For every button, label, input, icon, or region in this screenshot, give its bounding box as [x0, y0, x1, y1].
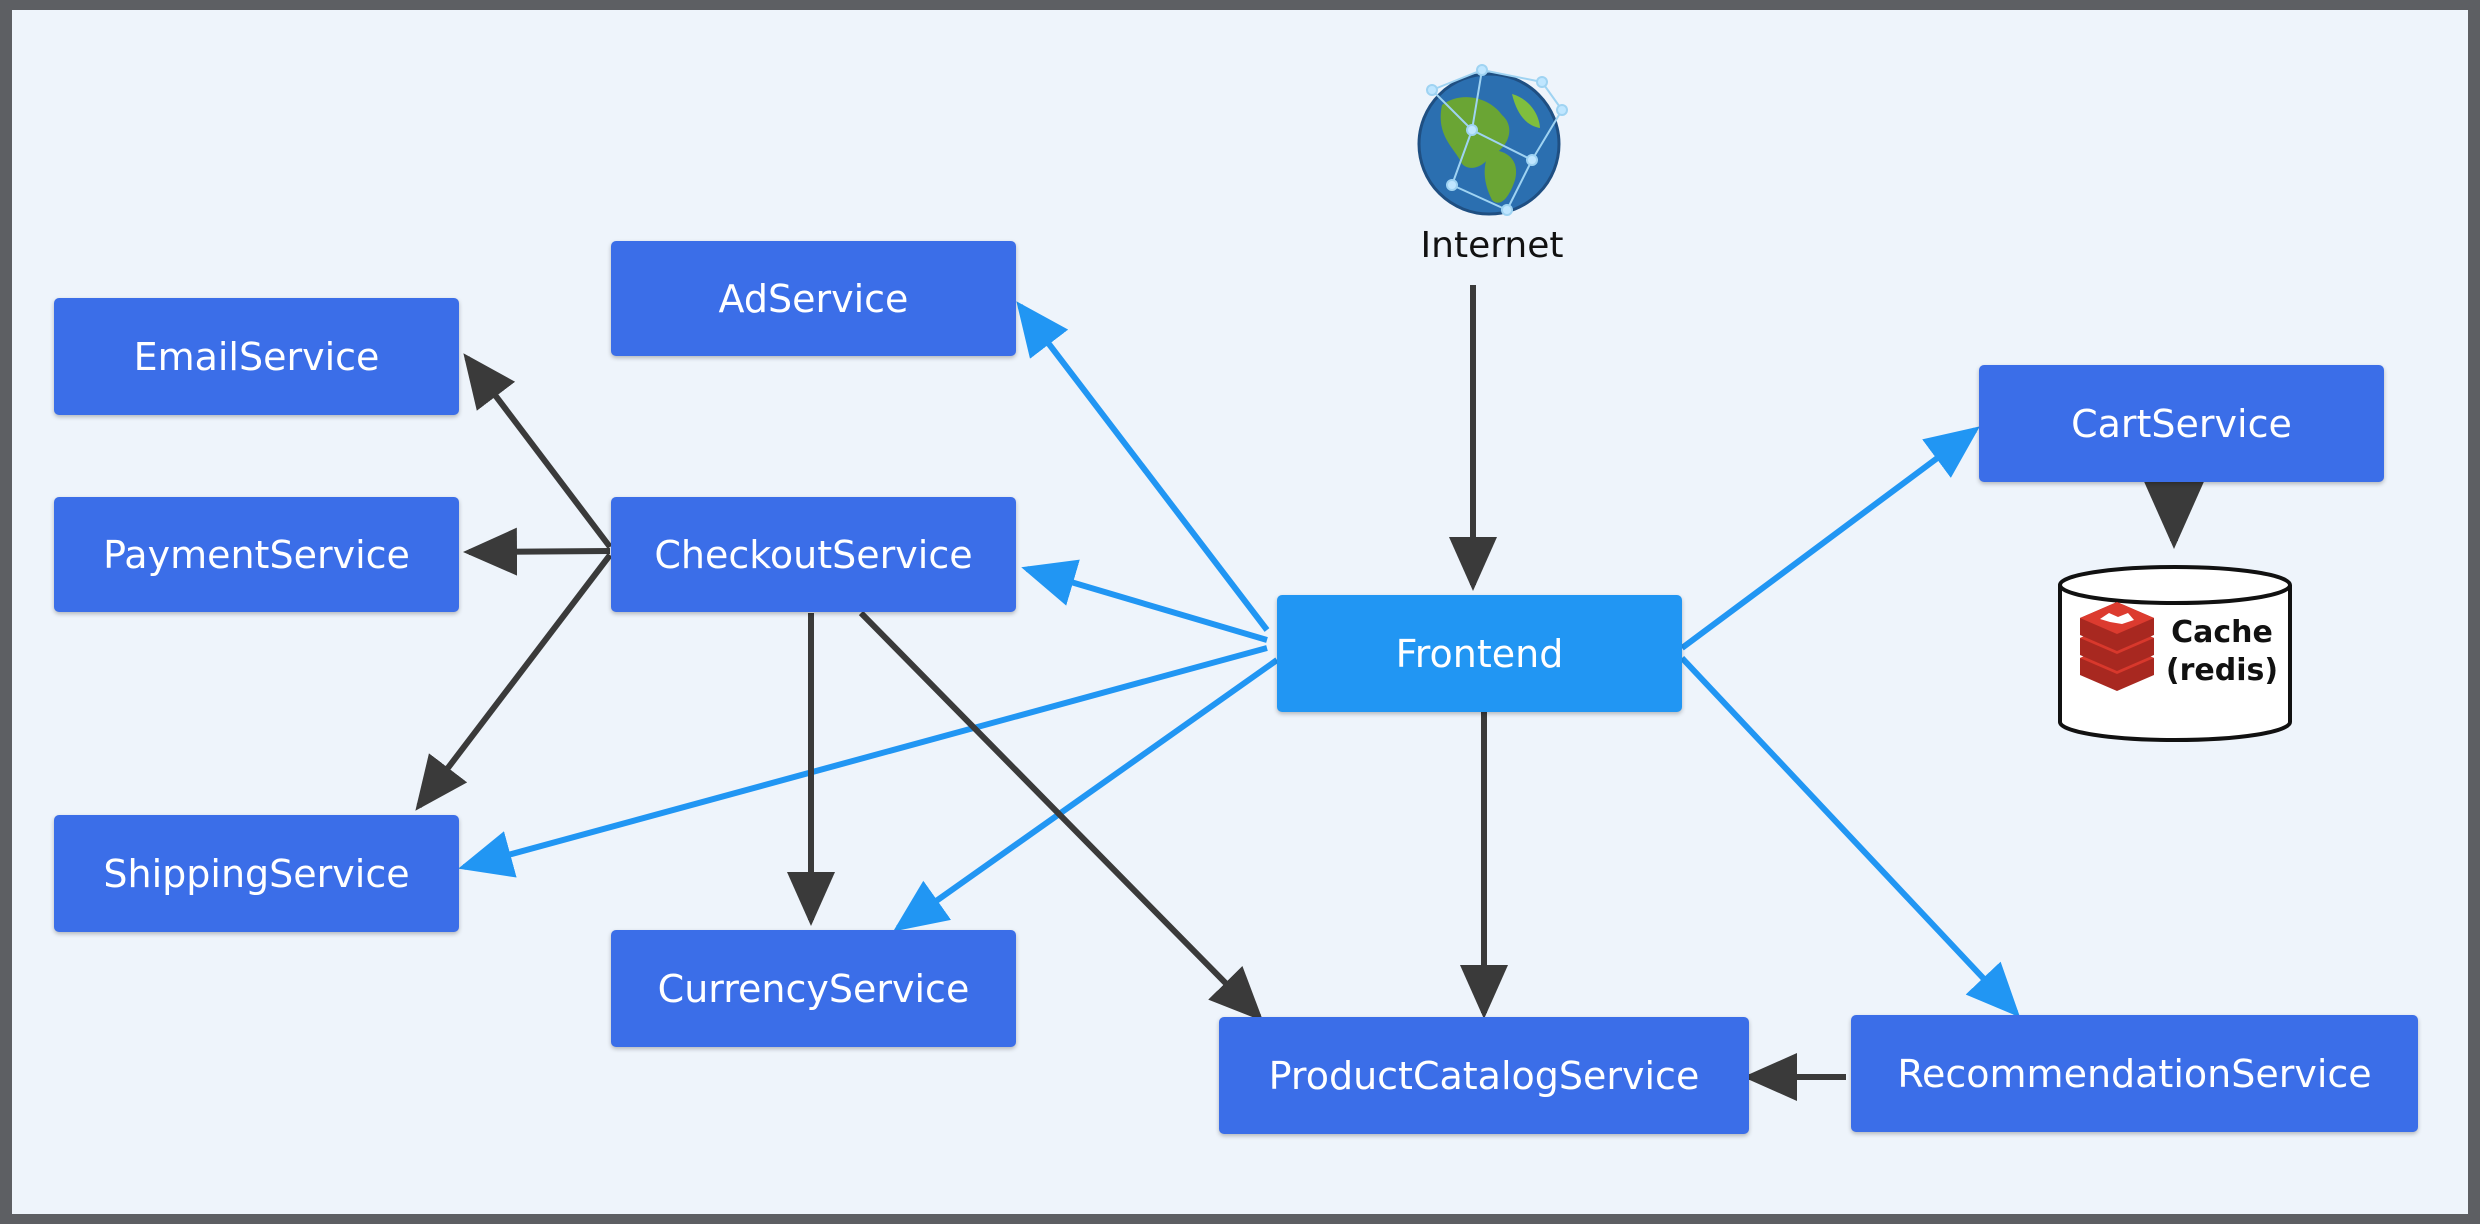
ad-service-node[interactable]: AdService	[611, 241, 1016, 356]
redis-icon	[2080, 602, 2154, 691]
cache-label-line2: (redis)	[2165, 653, 2279, 688]
edge-frontend-shipping	[458, 645, 1268, 878]
internet-label: Internet	[1420, 225, 1564, 266]
edge-frontend-currency	[893, 657, 1279, 932]
edge-frontend-ad	[1016, 301, 1270, 632]
currency-service-node[interactable]: CurrencyService	[611, 930, 1016, 1047]
cache-label-line1: Cache	[2171, 615, 2273, 650]
edge-frontend-checkout	[1021, 559, 1268, 643]
edge-checkout-shipping	[415, 553, 613, 811]
diagram-edges	[415, 64, 2292, 1101]
edge-checkout-payment	[463, 527, 611, 576]
email-service-node[interactable]: EmailService	[54, 298, 459, 415]
edge-checkout-productcatalog	[858, 610, 1264, 1022]
globe-network-icon	[1417, 64, 1568, 216]
product-catalog-service-node[interactable]: ProductCatalogService	[1219, 1017, 1749, 1134]
checkout-service-node[interactable]: CheckoutService	[611, 497, 1016, 612]
frontend-node[interactable]: Frontend	[1277, 595, 1682, 712]
edge-frontend-cart	[1680, 426, 1980, 651]
shipping-service-node[interactable]: ShippingService	[54, 815, 459, 932]
edge-checkout-email	[463, 353, 613, 549]
diagram-canvas: Internet AdService EmailService Checkout…	[12, 10, 2468, 1214]
edge-frontend-recommendation	[1679, 655, 2021, 1018]
payment-service-node[interactable]: PaymentService	[54, 497, 459, 612]
cart-service-node[interactable]: CartService	[1979, 365, 2384, 482]
recommendation-service-node[interactable]: RecommendationService	[1851, 1015, 2418, 1132]
